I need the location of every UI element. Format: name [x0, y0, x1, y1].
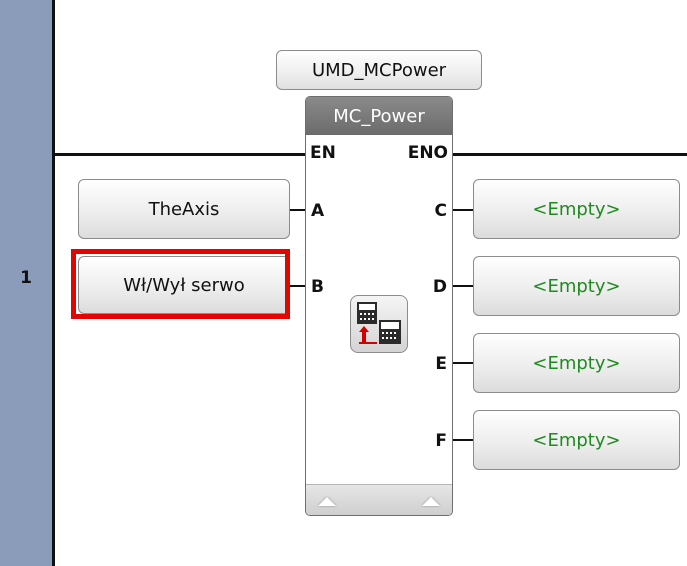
wire-output-d [453, 285, 473, 287]
power-rail-right [453, 153, 687, 156]
pin-d: D [432, 277, 447, 297]
function-block-title: MC_Power [306, 97, 452, 135]
rung-number: 1 [20, 268, 32, 288]
pin-b: B [311, 277, 324, 297]
pin-en: EN [310, 143, 336, 163]
input-variable-a[interactable]: TheAxis [78, 179, 290, 239]
input-variable-b[interactable]: Wł/Wył serwo [78, 256, 290, 314]
output-variable-d[interactable]: <Empty> [473, 256, 680, 316]
pin-c: C [434, 201, 447, 221]
rung-number-bar[interactable] [0, 0, 55, 566]
wire-output-c [453, 209, 473, 211]
output-variable-e[interactable]: <Empty> [473, 333, 680, 393]
expand-up-arrow-icon[interactable] [422, 497, 440, 506]
power-rail-left [55, 153, 305, 156]
pin-f: F [435, 431, 447, 451]
fb-instance-name[interactable]: UMD_MCPower [276, 50, 482, 90]
pin-eno: ENO [407, 143, 448, 163]
wire-output-e [453, 362, 473, 364]
output-variable-f[interactable]: <Empty> [473, 410, 680, 470]
pin-e: E [435, 354, 447, 374]
wire-output-f [453, 439, 473, 441]
pin-a: A [311, 201, 325, 221]
function-block-footer [306, 484, 452, 515]
output-variable-c[interactable]: <Empty> [473, 179, 680, 239]
udp-function-block-icon [350, 295, 408, 353]
wire-input-a [290, 209, 305, 211]
expand-up-arrow-icon[interactable] [318, 497, 336, 506]
wire-input-b [290, 285, 305, 287]
function-block-mc-power[interactable]: MC_Power EN ENO A B C D E F [305, 96, 453, 516]
